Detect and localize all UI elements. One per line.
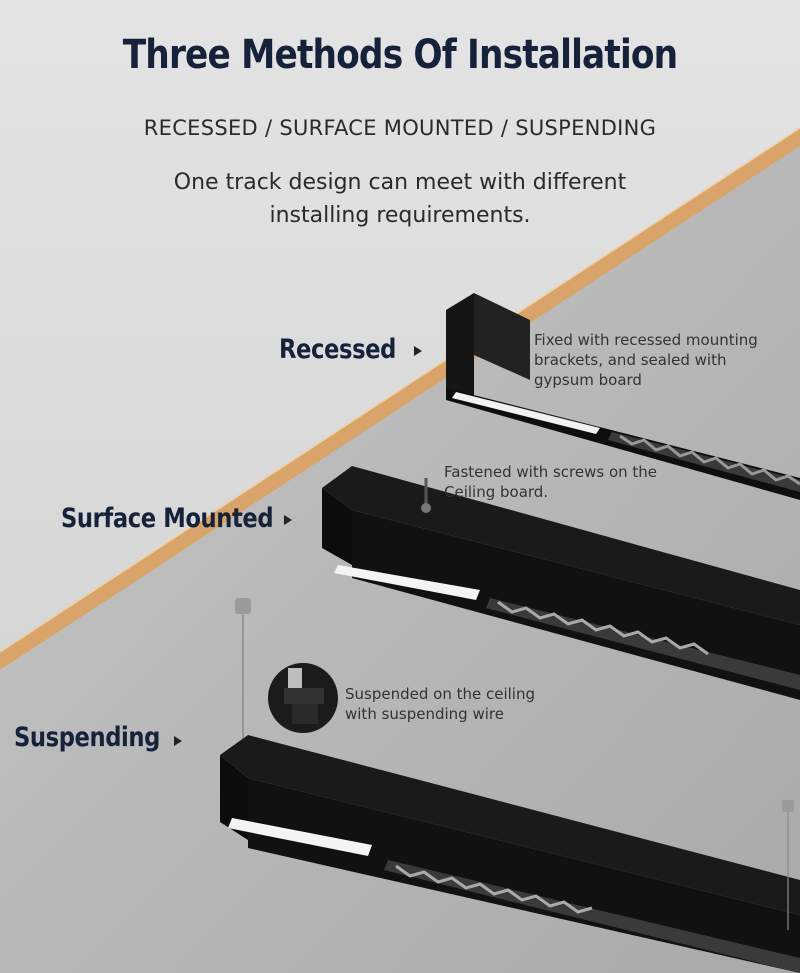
note-surface-mounted: Fastened with screws on the Ceiling boar… (444, 462, 657, 502)
page-title: Three Methods Of Installation (122, 32, 678, 78)
arrow-icon-suspending (174, 736, 182, 746)
note-recessed-line-3: gypsum board (534, 371, 642, 389)
method-label-recessed: Recessed (279, 334, 396, 365)
intro-text: One track design can meet with different… (0, 166, 800, 232)
note-recessed-line-2: brackets, and sealed with (534, 351, 727, 369)
suspension-clip-detail (268, 663, 338, 733)
note-suspending: Suspended on the ceiling with suspending… (345, 684, 535, 724)
wooden-ceiling-edge (0, 128, 800, 670)
note-suspending-line-2: with suspending wire (345, 705, 504, 723)
note-suspending-line-1: Suspended on the ceiling (345, 685, 535, 703)
installation-types-subtitle: RECESSED / SURFACE MOUNTED / SUSPENDING (143, 116, 657, 140)
intro-line-2: installing requirements. (269, 203, 531, 228)
method-label-surface-mounted: Surface Mounted (61, 503, 274, 534)
wood-highlight (0, 127, 800, 653)
note-surface-line-1: Fastened with screws on the (444, 463, 658, 481)
note-surface-line-2: Ceiling board. (444, 483, 549, 501)
intro-line-1: One track design can meet with different (173, 170, 627, 195)
recessed-fixture (446, 293, 800, 500)
note-recessed-line-1: Fixed with recessed mounting (534, 331, 758, 349)
arrow-icon-surface-mounted (284, 515, 292, 525)
method-label-suspending: Suspending (14, 722, 160, 753)
suspending-fixture (220, 598, 800, 973)
surface-mounted-fixture (322, 466, 800, 700)
note-recessed: Fixed with recessed mounting brackets, a… (534, 330, 758, 390)
arrow-icon-recessed (414, 346, 422, 356)
